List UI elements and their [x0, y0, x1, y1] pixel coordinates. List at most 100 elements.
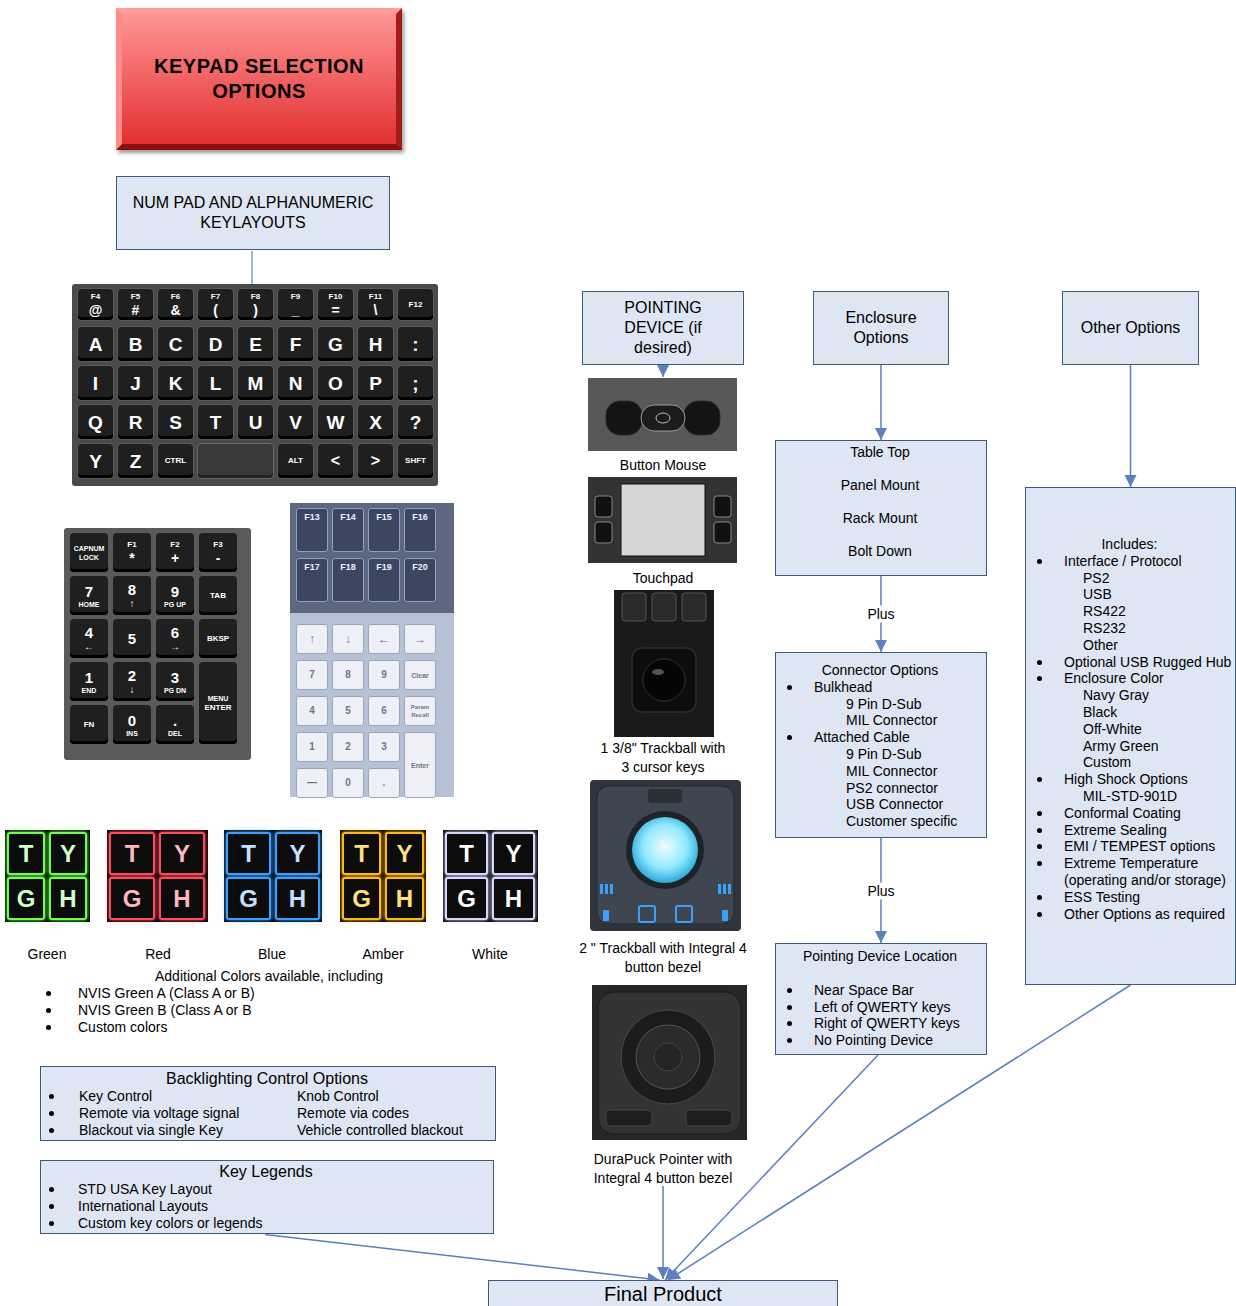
- key-legend: Y: [174, 841, 190, 867]
- bullet: [787, 1021, 792, 1026]
- bullet: [49, 1128, 54, 1133]
- key-cap: G: [226, 877, 271, 920]
- key-cap: F8): [238, 289, 273, 320]
- text-row: RS232: [1026, 620, 1233, 637]
- text-row: Conformal Coating: [1026, 805, 1233, 822]
- mouse-center-button: [641, 405, 685, 431]
- bullet: [1037, 895, 1042, 900]
- node-text: PS2: [1083, 570, 1233, 587]
- text-row: Left of QWERTY keys: [776, 999, 984, 1016]
- node-text: Navy Gray: [1083, 687, 1233, 704]
- node-text: Off-White: [1083, 721, 1233, 738]
- touchpad-button: [595, 496, 612, 517]
- key-legend: J: [130, 373, 141, 394]
- key-legend: 8: [345, 669, 351, 681]
- touchpad-button: [714, 522, 731, 543]
- text-row: 9 Pin D-Sub: [776, 746, 984, 763]
- key-cap: 8: [332, 660, 364, 690]
- durapuck-center: [654, 1043, 682, 1071]
- text-row: MIL-STD-901D: [1026, 788, 1233, 805]
- bezel-button: [603, 910, 609, 921]
- option-box: Other Options: [1062, 291, 1199, 365]
- key-legend: F13: [304, 512, 320, 523]
- key-legend: M: [248, 373, 264, 394]
- key-legend: F6: [171, 292, 180, 302]
- option-list-box: Connector OptionsBulkhead9 Pin D-SubMIL …: [775, 652, 987, 838]
- key-legend: I: [93, 373, 98, 394]
- trackball-bezel: [632, 648, 696, 712]
- key-legend: X: [369, 412, 382, 433]
- device-caption: DuraPuck Pointer with Integral 4 button …: [583, 1150, 743, 1188]
- key-cap: T: [445, 832, 488, 875]
- text-row: Army Green: [1026, 738, 1233, 755]
- key-cap: U: [238, 405, 273, 439]
- durapuck-bezel: [598, 992, 741, 1134]
- key-legend: T: [354, 841, 369, 867]
- node-text: POINTING DEVICE (if desired): [608, 298, 718, 358]
- key-cap: Y: [159, 832, 205, 875]
- text-row: Black: [1026, 704, 1233, 721]
- node-text: Remote via codes: [297, 1105, 493, 1122]
- bullet: [49, 1187, 54, 1192]
- key-legend: Y: [60, 841, 76, 867]
- key-cap: F16: [404, 508, 436, 552]
- key-legend: END: [82, 686, 97, 695]
- key-cap: Q: [78, 405, 113, 439]
- key-legend: Enter: [411, 761, 429, 770]
- key-legend: @: [89, 302, 103, 318]
- indicator: [600, 884, 603, 894]
- key-legend: &: [170, 302, 180, 318]
- text-row: MIL Connector: [776, 712, 984, 729]
- key-legend: U: [249, 412, 263, 433]
- text-row: Right of QWERTY keys: [776, 1015, 984, 1032]
- key-legend: T: [19, 841, 34, 867]
- touchpad-button: [714, 496, 731, 517]
- key-legend: G: [123, 886, 142, 912]
- text-row: Knob Control: [297, 1088, 493, 1105]
- key-legend: F11: [369, 292, 382, 302]
- option-list-box: Table TopPanel MountRack MountBolt Down: [775, 440, 987, 576]
- key-legend: G: [328, 334, 343, 355]
- key-legend: —: [307, 777, 317, 789]
- key-cap: .DEL: [156, 705, 194, 744]
- key-cap: M: [238, 366, 273, 400]
- bezel-button: [722, 910, 728, 921]
- key-legend: DEL: [168, 729, 182, 738]
- node-text: Near Space Bar: [814, 982, 984, 999]
- key-legend: 2: [345, 741, 351, 753]
- key-cap: H: [358, 327, 393, 361]
- key-cap: F1*: [113, 533, 151, 572]
- node-text: Extreme Temperature (operating and/or st…: [1064, 855, 1233, 889]
- key-legend: 4: [85, 624, 93, 641]
- key-cap: 4: [296, 696, 328, 726]
- option-list-box: Pointing Device LocationNear Space BarLe…: [775, 943, 987, 1055]
- node-text: Right of QWERTY keys: [814, 1015, 984, 1032]
- key-legend: SHFT: [405, 456, 426, 466]
- text-row: Other: [1026, 637, 1233, 654]
- key-legend: ALT: [288, 456, 303, 466]
- text-row: Key Control: [41, 1088, 297, 1105]
- node-text: High Shock Options: [1064, 771, 1233, 788]
- key-legend: :: [412, 334, 418, 355]
- node-heading: Key Legends: [41, 1162, 491, 1181]
- trackball-ring: [626, 811, 704, 889]
- key-legend: →: [414, 632, 426, 646]
- option-list-box: Backlighting Control OptionsKey ControlK…: [40, 1066, 496, 1141]
- key-cap: ALT: [278, 444, 313, 478]
- text-row: Extreme Temperature (operating and/or st…: [1026, 855, 1233, 889]
- key-legend: 3: [381, 741, 387, 753]
- text-row: PS2 connector: [776, 780, 984, 797]
- node-text: Table Top: [776, 441, 984, 463]
- key-legend: +: [171, 550, 179, 566]
- key-legend: 3: [171, 669, 179, 686]
- key-legend: E: [249, 334, 262, 355]
- durapuck-ring: [621, 1010, 715, 1104]
- key-legend: G: [239, 886, 258, 912]
- node-text: MIL Connector: [846, 763, 984, 780]
- key-legend: ↓: [130, 684, 135, 696]
- key-legend: ): [253, 302, 258, 318]
- option-box: POINTING DEVICE (if desired): [582, 291, 744, 365]
- node-text: International Layouts: [78, 1198, 491, 1215]
- key-legend: 1: [85, 669, 93, 686]
